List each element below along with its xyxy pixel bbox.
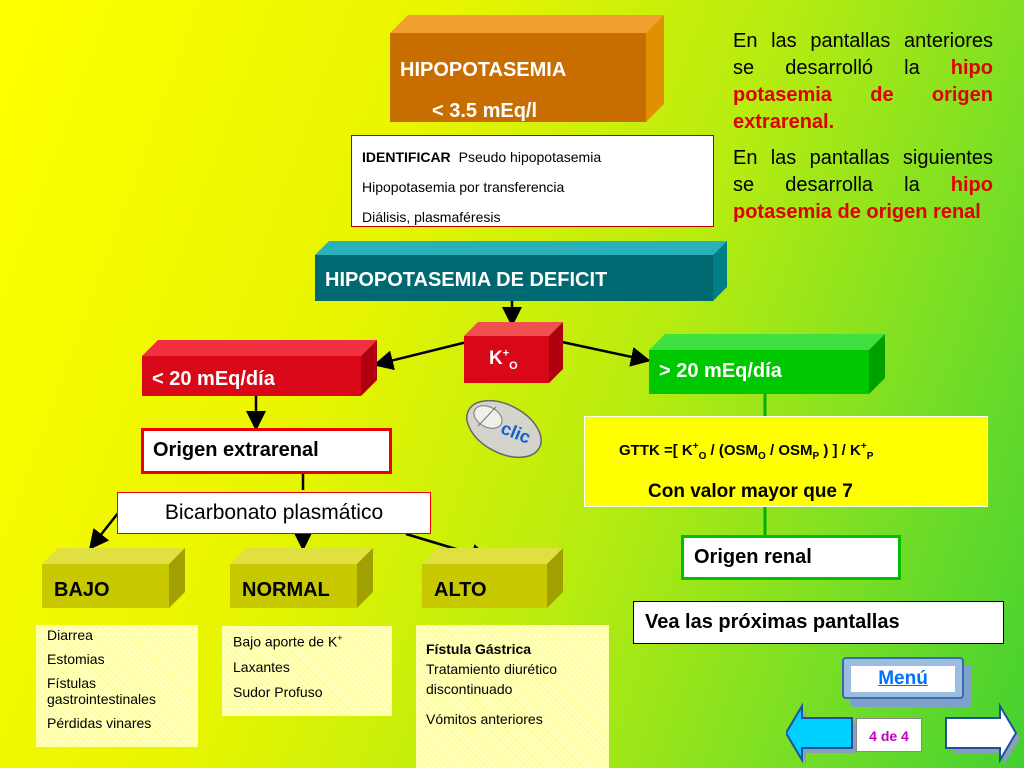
list-item: Diarrea [47, 627, 93, 643]
bajo-label: BAJO [54, 579, 110, 601]
identificar-item: Hipopotasemia por transferencia [362, 179, 565, 195]
intro-paragraph-1: En las pantallas anteriores se desarroll… [733, 28, 993, 136]
gttk-box: GTTK =[ K+O / (OSMO / OSMP ) ] / K+P Con… [584, 416, 988, 507]
intro-p2-text: En las pantallas siguientes se desarroll… [733, 147, 993, 196]
list-item: Sudor Profuso [233, 683, 323, 700]
high-excretion-box: > 20 mEq/día [649, 334, 885, 394]
hipopotasemia-threshold: < 3.5 mEq/l [432, 100, 538, 122]
high-excretion-label: > 20 mEq/día [659, 360, 782, 382]
origen-extrarenal-box: Origen extrarenal [141, 428, 392, 474]
normal-label: NORMAL [242, 579, 330, 601]
mouse-icon[interactable]: clic [458, 393, 548, 463]
potassium-box: K+O [464, 322, 563, 383]
identificar-box: IDENTIFICAR Pseudo hipopotasemia Hipopota… [351, 135, 714, 227]
bajo-causes-list: Diarrea Estomias Fístulas gastrointestin… [36, 625, 198, 747]
alto-label: ALTO [434, 579, 487, 601]
arrow-left-icon[interactable] [786, 703, 856, 765]
page-navigation [786, 703, 1020, 765]
identificar-item: Diálisis, plasmaféresis [362, 209, 501, 225]
list-item: Tratamiento diurético discontinuado [426, 661, 557, 697]
list-item: Estomias [47, 651, 105, 667]
normal-causes-list: Bajo aporte de K+ Laxantes Sudor Profuso [222, 626, 392, 716]
bicarbonato-box: Bicarbonato plasmático [117, 492, 431, 534]
next-screens-text: Vea las próximas pantallas [645, 611, 900, 633]
identificar-item: Pseudo hipopotasemia [458, 149, 602, 165]
normal-box: NORMAL [230, 548, 373, 608]
gttk-formula: GTTK =[ K+O / (OSMO / OSMP ) ] / K+P [619, 441, 874, 462]
origen-renal-label: Origen renal [694, 546, 812, 568]
identificar-label: IDENTIFICAR [362, 149, 451, 165]
gttk-condition: Con valor mayor que 7 [648, 481, 853, 502]
arrow-right-icon[interactable] [945, 703, 1020, 765]
intro-p1-text: En las pantallas anteriores se desarroll… [733, 30, 993, 79]
hipopotasemia-title: HIPOPOTASEMIA [400, 59, 567, 81]
alto-box: ALTO [422, 548, 563, 608]
intro-text: En las pantallas anteriores se desarroll… [733, 28, 993, 235]
potassium-label: K+O [489, 348, 518, 373]
bajo-box: BAJO [42, 548, 185, 608]
intro-p2-highlight: hipo potasemia de origen renal [733, 174, 993, 223]
origen-extrarenal-label: Origen extrarenal [153, 439, 319, 461]
page-indicator: 4 de 4 [856, 718, 922, 752]
list-item: Bajo aporte de K+ [233, 633, 343, 650]
list-item: Vómitos anteriores [426, 711, 543, 727]
next-screens-note: Vea las próximas pantallas [633, 601, 1004, 644]
intro-paragraph-2: En las pantallas siguientes se desarroll… [733, 145, 993, 226]
origen-renal-box: Origen renal [681, 535, 901, 580]
list-item: Pérdidas vinares [47, 715, 152, 731]
list-item: Fístulas gastrointestinales [47, 675, 156, 707]
intro-p1-highlight: hipo potasemia de origen extrarenal. [733, 57, 993, 133]
list-item: Laxantes [233, 658, 290, 675]
menu-link[interactable]: Menú [851, 666, 955, 692]
low-excretion-label: < 20 mEq/día [152, 368, 275, 390]
alto-causes-list: Fístula Gástrica Tratamiento diurético d… [416, 625, 609, 768]
list-item: Fístula Gástrica [426, 641, 532, 657]
deficit-title: HIPOPOTASEMIA DE DEFICIT [325, 269, 608, 291]
bicarbonato-label: Bicarbonato plasmático [164, 501, 384, 524]
hipopotasemia-box: HIPOPOTASEMIA < 3.5 mEq/l [390, 15, 664, 122]
deficit-box: HIPOPOTASEMIA DE DEFICIT [315, 241, 727, 301]
menu-button[interactable]: Menú [842, 657, 972, 707]
low-excretion-box: < 20 mEq/día [142, 340, 377, 396]
